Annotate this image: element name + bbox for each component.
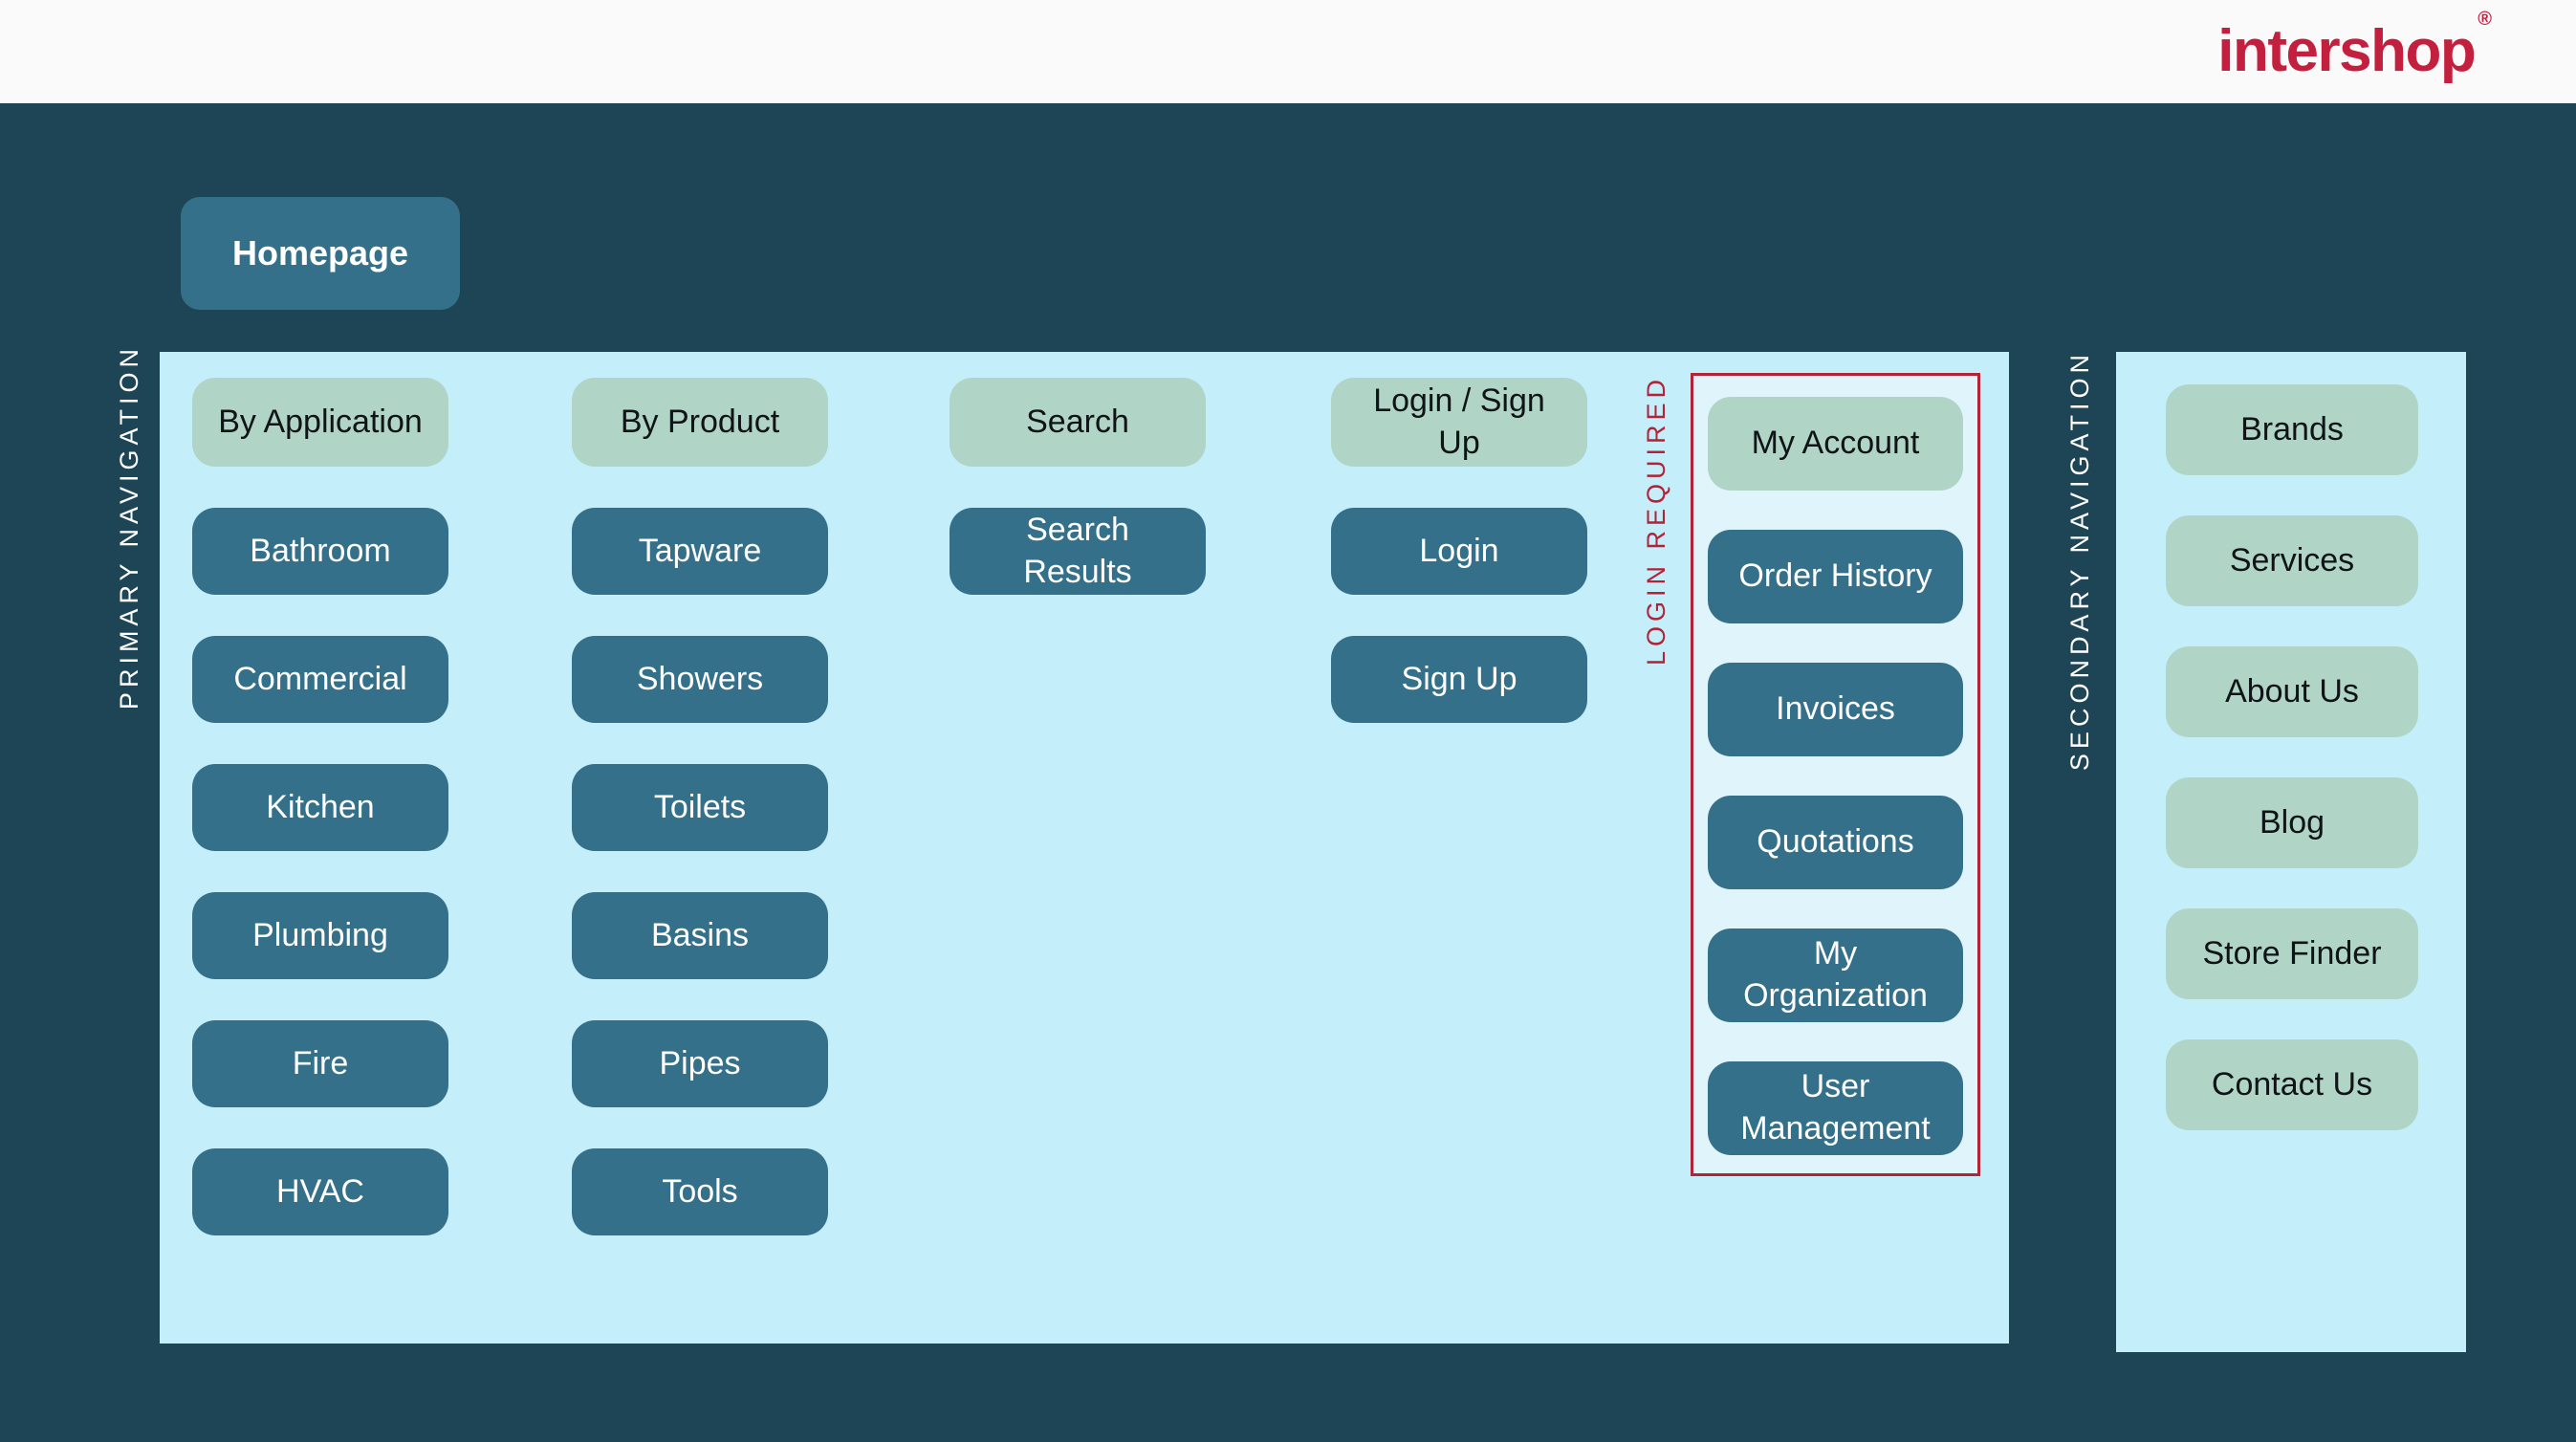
node-bathroom[interactable]: Bathroom — [192, 508, 448, 595]
primary-navigation-label: PRIMARY NAVIGATION — [115, 344, 143, 710]
node-blog[interactable]: Blog — [2166, 777, 2418, 868]
node-order-history[interactable]: Order History — [1708, 530, 1963, 623]
header-bar: intershop® — [0, 0, 2576, 103]
node-contact-us[interactable]: Contact Us — [2166, 1039, 2418, 1130]
node-user-management[interactable]: User Management — [1708, 1061, 1963, 1155]
node-tapware[interactable]: Tapware — [572, 508, 828, 595]
intershop-logo-text: intershop — [2217, 18, 2476, 84]
login-required-label: LOGIN REQUIRED — [1642, 375, 1670, 666]
node-sign-up[interactable]: Sign Up — [1331, 636, 1587, 723]
node-brands[interactable]: Brands — [2166, 384, 2418, 475]
column-header-login-sign-up[interactable]: Login / Sign Up — [1331, 378, 1587, 467]
node-kitchen[interactable]: Kitchen — [192, 764, 448, 851]
node-services[interactable]: Services — [2166, 515, 2418, 606]
node-basins[interactable]: Basins — [572, 892, 828, 979]
node-toilets[interactable]: Toilets — [572, 764, 828, 851]
column-header-my-account[interactable]: My Account — [1708, 397, 1963, 491]
node-quotations[interactable]: Quotations — [1708, 796, 1963, 889]
registered-trademark-icon: ® — [2478, 9, 2492, 31]
node-invoices[interactable]: Invoices — [1708, 663, 1963, 756]
intershop-logo: intershop® — [2217, 10, 2492, 81]
node-my-organization[interactable]: My Organization — [1708, 929, 1963, 1022]
node-plumbing[interactable]: Plumbing — [192, 892, 448, 979]
column-header-search[interactable]: Search — [950, 378, 1206, 467]
secondary-navigation-label: SECONDARY NAVIGATION — [2065, 350, 2094, 772]
node-hvac[interactable]: HVAC — [192, 1148, 448, 1235]
node-about-us[interactable]: About Us — [2166, 646, 2418, 737]
node-store-finder[interactable]: Store Finder — [2166, 908, 2418, 999]
node-commercial[interactable]: Commercial — [192, 636, 448, 723]
node-homepage[interactable]: Homepage — [181, 197, 460, 310]
node-search-results[interactable]: Search Results — [950, 508, 1206, 595]
node-pipes[interactable]: Pipes — [572, 1020, 828, 1107]
column-header-by-application[interactable]: By Application — [192, 378, 448, 467]
column-header-by-product[interactable]: By Product — [572, 378, 828, 467]
node-fire[interactable]: Fire — [192, 1020, 448, 1107]
node-tools[interactable]: Tools — [572, 1148, 828, 1235]
node-showers[interactable]: Showers — [572, 636, 828, 723]
node-login[interactable]: Login — [1331, 508, 1587, 595]
